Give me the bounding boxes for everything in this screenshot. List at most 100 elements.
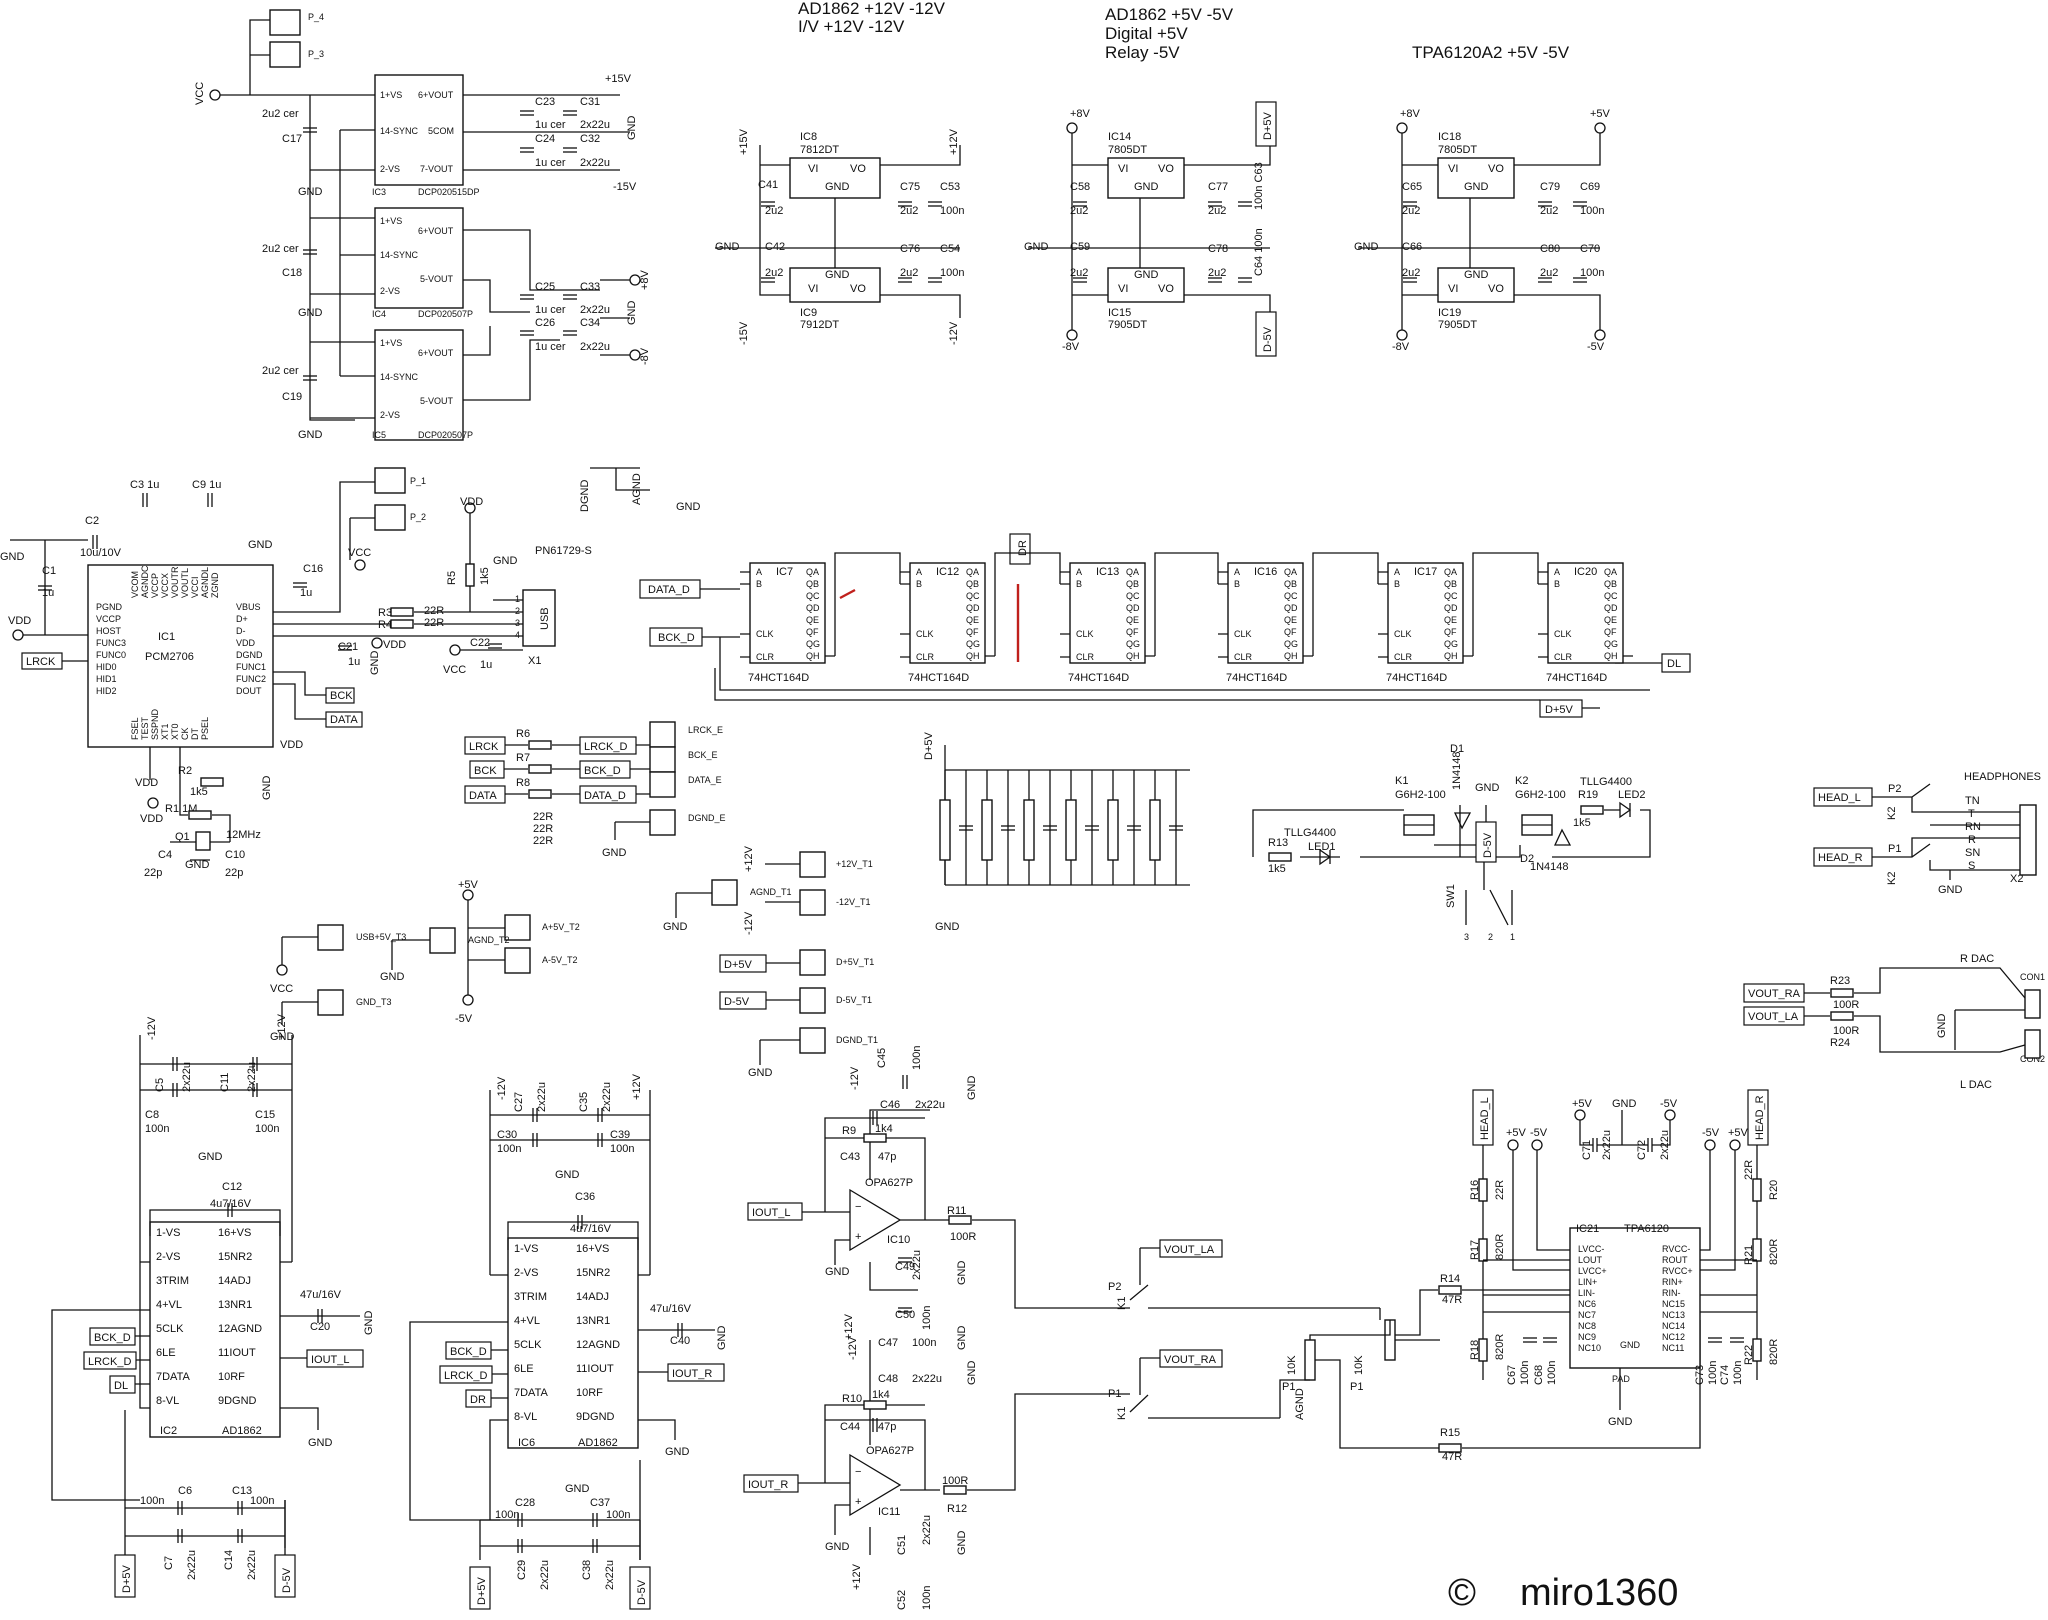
svg-text:7912DT: 7912DT — [800, 319, 839, 331]
svg-text:22R: 22R — [424, 617, 444, 629]
svg-text:P_4: P_4 — [308, 12, 324, 22]
pin-label: PGND — [96, 602, 123, 612]
shift-register-ic17 — [1387, 562, 1464, 664]
pin-label: QA — [1126, 567, 1139, 577]
dcdc-block: P_4 P_3 VCC 1+VS 14-SYNC 2-VS 6+VOUT 5CO… — [194, 9, 651, 441]
svg-text:2u2 cer: 2u2 cer — [262, 365, 299, 377]
svg-text:GND: GND — [825, 269, 850, 281]
pin-label: LIN- — [1578, 1288, 1595, 1298]
pin-label: CLR — [756, 652, 775, 662]
svg-text:C31: C31 — [580, 96, 600, 108]
pin-label: QH — [1126, 651, 1140, 661]
svg-text:C13: C13 — [232, 1485, 252, 1497]
ic2-ad1862 — [149, 1221, 281, 1438]
pin-label: DT — [190, 728, 200, 740]
svg-text:AD1862: AD1862 — [578, 1437, 618, 1449]
svg-text:R3: R3 — [378, 607, 392, 619]
svg-text:100R: 100R — [1833, 999, 1859, 1011]
pin-label: IC20 — [1574, 566, 1597, 578]
svg-text:100n: 100n — [940, 267, 964, 279]
pin-label: QE — [1444, 615, 1457, 625]
svg-text:100n: 100n — [255, 1123, 279, 1135]
svg-text:DATA: DATA — [330, 714, 358, 726]
ic14 — [1107, 157, 1185, 199]
ic19 — [1437, 267, 1515, 303]
svg-text:P_3: P_3 — [308, 49, 324, 59]
svg-text:GND: GND — [966, 1361, 978, 1386]
svg-text:22R: 22R — [533, 835, 553, 847]
regulator-group-3: IC18 7805DT VI VO GND IC19 7905DT VI VO … — [1354, 108, 1611, 353]
svg-text:VO: VO — [1488, 163, 1504, 175]
pin-label: LVCC+ — [1578, 1266, 1607, 1276]
svg-text:-5V: -5V — [1660, 1098, 1678, 1110]
svg-text:C19: C19 — [282, 391, 302, 403]
svg-text:2x22u: 2x22u — [186, 1550, 198, 1580]
svg-text:GND: GND — [298, 186, 323, 198]
pin-label: QE — [1284, 615, 1297, 625]
pin-label: QG — [1126, 639, 1140, 649]
pin-label: QB — [1284, 579, 1297, 589]
pin-label: 4+VL — [156, 1299, 182, 1311]
svg-text:C10: C10 — [225, 849, 245, 861]
pad-p3 — [269, 41, 301, 68]
pin-label: CLR — [1076, 652, 1095, 662]
svg-text:C9 1u: C9 1u — [192, 479, 221, 491]
pin-label: NC10 — [1578, 1343, 1601, 1353]
svg-text:C6: C6 — [178, 1485, 192, 1497]
svg-text:K1: K1 — [1395, 775, 1408, 787]
svg-text:GND: GND — [825, 181, 850, 193]
svg-text:+15V: +15V — [738, 128, 750, 155]
pin-label: 74HCT164D — [1386, 672, 1447, 684]
pin-label: QA — [1604, 567, 1617, 577]
svg-text:CON2: CON2 — [2020, 1054, 2045, 1064]
pin-label: 9DGND — [218, 1395, 257, 1407]
svg-text:C77: C77 — [1208, 181, 1228, 193]
pin-label: QF — [1444, 627, 1457, 637]
svg-text:D+5V: D+5V — [476, 1577, 488, 1605]
svg-text:5COM: 5COM — [428, 126, 454, 136]
svg-text:LRCK_D: LRCK_D — [444, 1370, 487, 1382]
svg-text:100n: 100n — [495, 1509, 519, 1521]
pin-label: QD — [1126, 603, 1140, 613]
svg-text:G6H2-100: G6H2-100 — [1395, 789, 1446, 801]
svg-text:C45: C45 — [876, 1048, 888, 1068]
svg-text:TLLG4400: TLLG4400 — [1580, 776, 1632, 788]
svg-text:+12V: +12V — [948, 128, 960, 155]
pin-label: A — [756, 567, 762, 577]
note-relay: Relay -5V — [1105, 43, 1180, 62]
svg-text:-12V: -12V — [743, 911, 755, 935]
svg-text:GND: GND — [626, 116, 638, 141]
svg-text:2x22u: 2x22u — [580, 304, 610, 316]
ic6-ad1862 — [507, 1237, 639, 1449]
pin-label: RIN- — [1662, 1288, 1681, 1298]
svg-text:820R: 820R — [1494, 1334, 1506, 1360]
pin-label: 13NR1 — [218, 1299, 252, 1311]
svg-text:R11: R11 — [947, 1205, 966, 1217]
pin-label: FUNC0 — [96, 650, 126, 660]
svg-text:C11: C11 — [219, 1073, 231, 1092]
pin-label: 5CLK — [156, 1323, 184, 1335]
iv-stage-right: IC11 OPA627P IOUT_R − + R10 1k4 C44 47p … — [743, 1336, 1130, 1610]
svg-text:VO: VO — [850, 283, 866, 295]
pin-label: QE — [806, 615, 819, 625]
svg-text:IC21: IC21 — [1576, 1223, 1599, 1235]
svg-text:C33: C33 — [580, 281, 600, 293]
svg-text:22p: 22p — [144, 867, 162, 879]
svg-text:VCC: VCC — [270, 983, 293, 995]
svg-text:DGND: DGND — [579, 480, 591, 512]
svg-text:2x22u: 2x22u — [536, 1082, 548, 1112]
pin-label: D+ — [236, 614, 248, 624]
pin-label: QG — [966, 639, 980, 649]
svg-text:R12: R12 — [947, 1503, 967, 1515]
pin-label: QB — [1444, 579, 1457, 589]
svg-text:22R: 22R — [533, 823, 553, 835]
pin-label: SSPND — [150, 708, 160, 740]
svg-text:GND: GND — [956, 1531, 968, 1556]
pin-label: 3TRIM — [156, 1275, 189, 1287]
svg-text:1u: 1u — [348, 656, 360, 668]
svg-text:C46: C46 — [880, 1099, 900, 1111]
svg-text:K1: K1 — [1116, 1407, 1128, 1420]
pin-label: NC14 — [1662, 1321, 1685, 1331]
pin-label: B — [1076, 579, 1082, 589]
svg-text:2-VS: 2-VS — [380, 410, 400, 420]
